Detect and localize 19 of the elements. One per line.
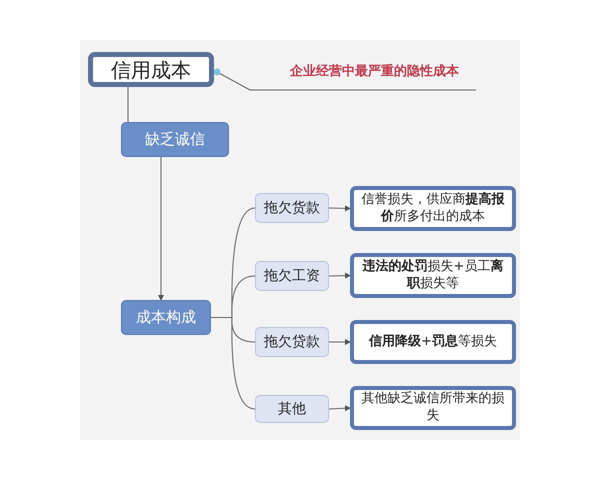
branch-box: 拖欠工资 <box>255 261 329 291</box>
title-box: 信用成本 <box>88 52 214 87</box>
branch-box: 拖欠货款 <box>255 193 329 223</box>
connector-line <box>210 317 256 410</box>
branch-box: 拖欠贷款 <box>255 327 329 357</box>
arrow <box>328 205 351 212</box>
note-text: 企业经营中最严重的隐性成本 <box>290 64 476 90</box>
result-box: 信誉损失，供应商提高报价所多付出的成本 <box>350 186 516 231</box>
arrow <box>328 339 351 345</box>
result-box: 其他缺乏诚信所带来的损失 <box>350 386 516 430</box>
result-box: 违法的处罚损失+员工离职损失等 <box>350 253 516 298</box>
arrow <box>328 272 351 279</box>
arrow <box>158 156 164 301</box>
branch-box: 其他 <box>255 395 329 423</box>
leader-line <box>214 68 476 90</box>
process-box: 成本构成 <box>121 300 211 335</box>
process-box: 缺乏诚信 <box>121 122 229 157</box>
result-box: 信用降级+罚息等损失 <box>350 320 516 364</box>
arrow <box>328 405 351 412</box>
